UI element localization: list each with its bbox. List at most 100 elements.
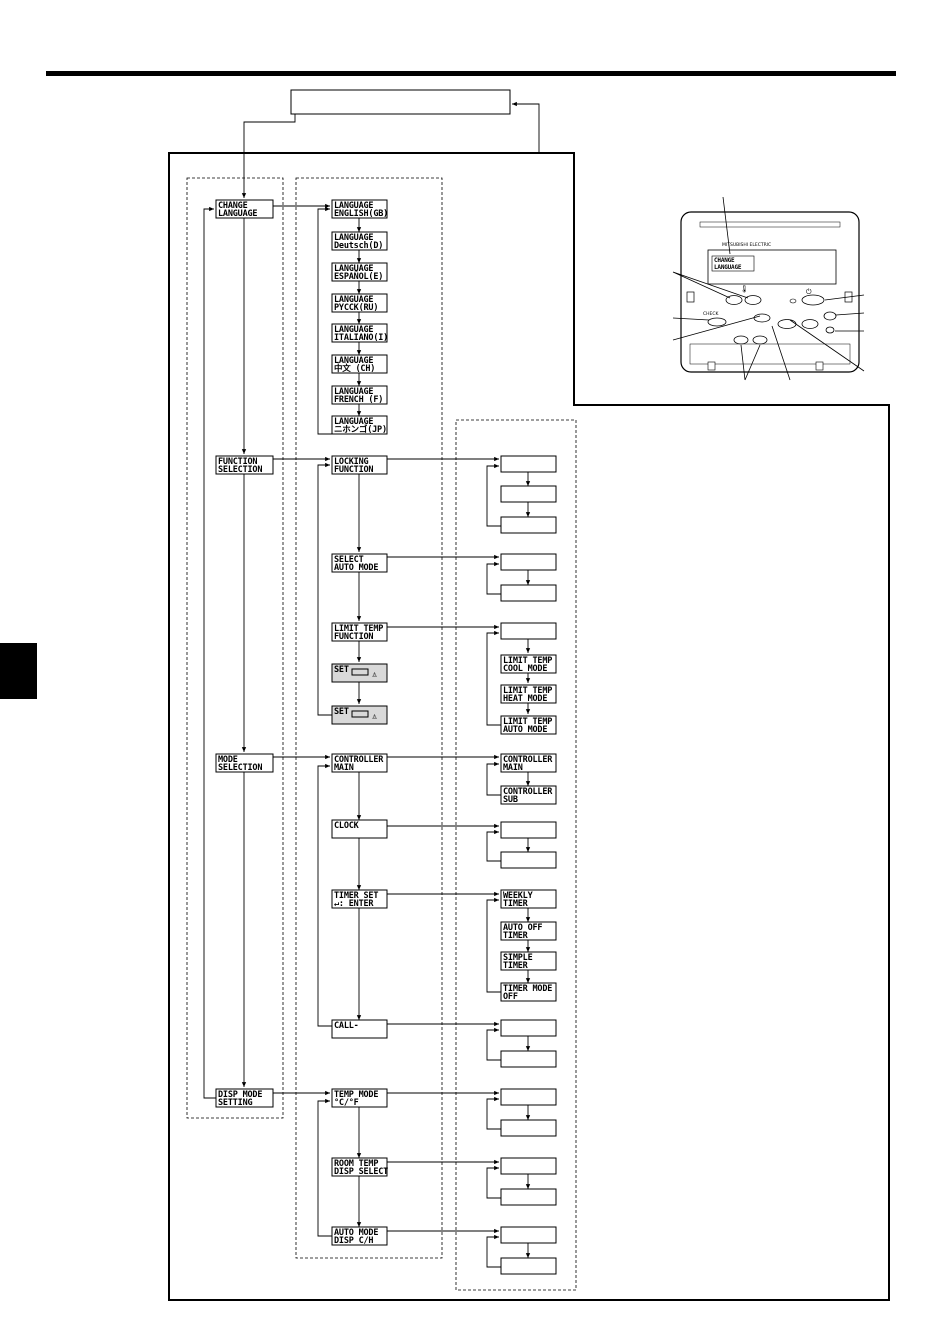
room-temp-option-1 [500,1157,557,1175]
timer-up-button[interactable] [752,335,768,345]
menu-boxes: CHANGELANGUAGEFUNCTIONSELECTIONMODESELEC… [215,199,557,1275]
temp-up-button[interactable] [744,295,762,305]
mode-button[interactable] [753,313,771,323]
level1-function-selection-line-1: FUNCTION [218,457,257,467]
check-button[interactable] [707,317,727,327]
on-off-button[interactable] [801,294,825,306]
mode-item-3-line-1: TIMER SET [334,891,378,901]
connector-line [486,1096,501,1130]
language-option-4-frame [331,293,388,313]
level1-change-language-line-1: CHANGE [218,201,248,211]
mode-item-3-line-2: ↵: ENTER [334,899,374,909]
timer-option-2-line-2: TIMER [503,931,529,941]
remote-body [680,211,860,373]
controller-option-1-frame [500,753,557,773]
connector-line [317,462,332,716]
timer-option-3-frame [500,951,557,971]
room-temp-option-2 [500,1188,557,1206]
auto-disp-option-2-frame [500,1257,557,1275]
enter-button[interactable] [825,326,835,334]
auto-mode-option-2-frame [500,584,557,602]
mode-item-1-line-1: CONTROLLER [334,755,384,765]
controller-option-2-line-1: CONTROLLER [503,787,553,797]
limit-temp-option-1-frame [500,654,557,674]
language-option-2-frame [331,231,388,251]
locking-option-2-frame [500,485,557,503]
set-item-1: SET♙ [331,663,388,683]
connector-line [486,761,501,796]
limit-temp-option-3-frame [500,715,557,735]
callout-lines [672,196,865,381]
limit-temp-option-2-frame [500,684,557,704]
remote-controller: MITSUBISHI ELECTRIC CHANGE LANGUAGE 🌡 ⏻ … [672,196,865,381]
check-label: CHECK [703,311,720,317]
function-item-1-frame [331,455,388,475]
fan-button[interactable] [777,319,797,329]
language-option-8-frame [331,415,388,435]
disp-item-1-line-1: TEMP MODE [334,1090,378,1100]
group-level1 [186,177,284,1119]
limit-temp-option-1-line-1: LIMIT TEMP [503,656,552,666]
language-option-6-line-2: 中文 (CH) [334,363,375,374]
language-option-1-line-1: LANGUAGE [334,201,373,211]
language-option-5-line-2: ITALIANO(I) [334,333,388,343]
auto-mode-option-2 [500,584,557,602]
remote-lcd-line-1: CHANGE [714,257,735,264]
call-option-1-frame [500,1019,557,1037]
limit-temp-option-0 [500,622,557,640]
remote-lcd-line-2: LANGUAGE [714,264,742,271]
mode-item-2-frame [331,819,388,839]
timer-option-2-frame [500,921,557,941]
person-icon: ♙ [372,712,377,722]
limit-temp-option-2-line-1: LIMIT TEMP [503,686,552,696]
function-item-1-line-1: LOCKING [334,457,369,467]
indicator-led [789,298,797,304]
mode-item-2-line-1: CLOCK [334,821,360,831]
menu-button[interactable] [823,311,837,321]
connector-line [241,114,296,198]
remote-foot-left [707,361,716,371]
connector-line [486,630,501,726]
function-item-1-line-2: FUNCTION [334,465,373,475]
set-temp-icon [351,668,369,676]
vane-button[interactable] [801,319,819,329]
disp-item-1-line-2: °C/°F [334,1098,359,1108]
language-option-3-frame [331,262,388,282]
function-item-3-line-2: FUNCTION [334,632,373,642]
language-option-3-line-2: ESPAÑOL(E) [334,271,383,282]
limit-temp-option-3-line-2: AUTO MODE [503,725,547,735]
remote-brand: MITSUBISHI ELECTRIC [722,242,771,248]
language-option-7-frame [331,385,388,405]
locking-option-3 [500,516,557,534]
room-temp-option-1-frame [500,1157,557,1175]
temp-mode-option-2 [500,1119,557,1137]
timer-down-button[interactable] [733,335,749,345]
mode-item-4-line-1: CALL- [334,1021,359,1031]
auto-disp-option-2 [500,1257,557,1275]
call-option-2-frame [500,1050,557,1068]
language-option-6-line-1: LANGUAGE [334,356,373,366]
connector-line [486,463,501,527]
disp-item-3-frame [331,1226,388,1246]
remote-lcd [707,249,837,285]
limit-temp-option-3-line-1: LIMIT TEMP [503,717,552,727]
set-temp-icon [351,710,369,718]
disp-item-2-frame [331,1157,388,1177]
left-square-button[interactable] [686,291,695,303]
clock-option-2-frame [500,851,557,869]
language-option-8-line-2: ニホンゴ(JP) [334,424,387,435]
language-option-8-line-1: LANGUAGE [334,417,373,427]
auto-disp-option-1 [500,1226,557,1244]
connector-line [317,1098,332,1237]
connector-line [486,1165,501,1199]
